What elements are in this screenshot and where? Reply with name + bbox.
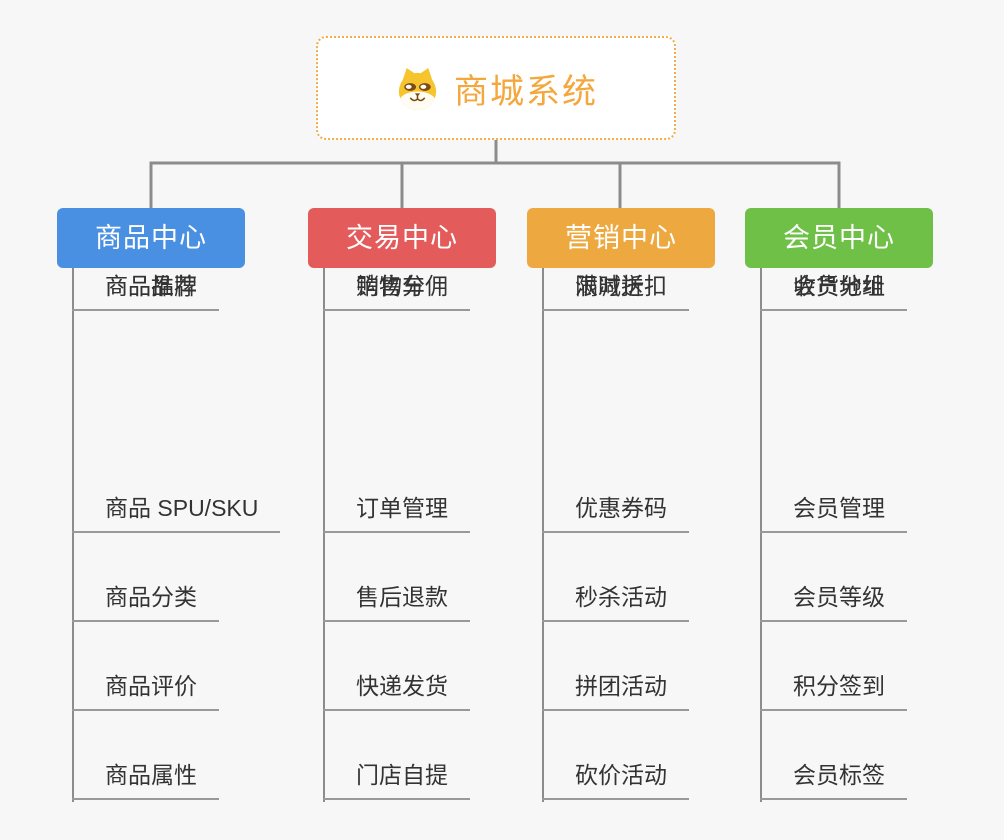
root-node[interactable]: 商城系统 [316,36,676,140]
leaf-topic[interactable]: 砍价活动 [542,757,689,800]
leaf-topic[interactable]: 商品属性 [72,757,219,800]
leaf-topic[interactable]: 商品分类 [72,579,219,622]
branch-box-marketing[interactable]: 营销中心 [527,208,715,268]
leaf-topic[interactable]: 积分签到 [760,668,907,711]
leaf-topic[interactable]: 商品 SPU/SKU [72,490,281,533]
root-title: 商城系统 [454,72,598,111]
leaf-topic[interactable]: 收货地址 [760,268,907,311]
branch-box-members[interactable]: 会员中心 [745,208,933,268]
leaf-topic[interactable]: 满减送 [542,268,666,311]
leaf-topic[interactable]: 门店自提 [323,757,470,800]
branch-box-trade[interactable]: 交易中心 [308,208,496,268]
dog-face-icon [398,67,437,110]
branch-trade: 交易中心 订单管理 售后退款 快递发货 门店自提 购物车 销售分佣 [308,208,623,813]
leaf-topic[interactable]: 秒杀活动 [542,579,689,622]
branch-trunk-line [72,268,74,802]
branch-trunk-line [760,268,762,802]
branch-trunk-line [323,268,325,802]
leaf-topic[interactable]: 订单管理 [323,490,470,533]
branch-trunk-line [542,268,544,802]
leaf-topic[interactable]: 快递发货 [323,668,470,711]
leaf-topic[interactable]: 会员管理 [760,490,907,533]
branch-members: 会员中心 会员管理 会员等级 积分签到 会员标签 会员分组 收货地址 [745,208,1004,813]
branch-box-products[interactable]: 商品中心 [57,208,245,268]
leaf-topic[interactable]: 商品评价 [72,668,219,711]
leaf-topic[interactable]: 会员等级 [760,579,907,622]
leaf-topic[interactable]: 优惠券码 [542,490,689,533]
leaf-topic[interactable]: 商品品牌 [72,268,219,311]
leaf-topic[interactable]: 会员标签 [760,757,907,800]
branch-marketing: 营销中心 优惠券码 秒杀活动 拼团活动 砍价活动 限时折扣 满减送 [527,208,842,813]
leaf-topic[interactable]: 售后退款 [323,579,470,622]
leaf-topic[interactable]: 拼团活动 [542,668,689,711]
branch-products: 商品中心 商品 SPU/SKU 商品分类 商品评价 商品属性 商品推荐 商品品牌 [57,208,372,813]
leaf-topic[interactable]: 销售分佣 [323,268,470,311]
